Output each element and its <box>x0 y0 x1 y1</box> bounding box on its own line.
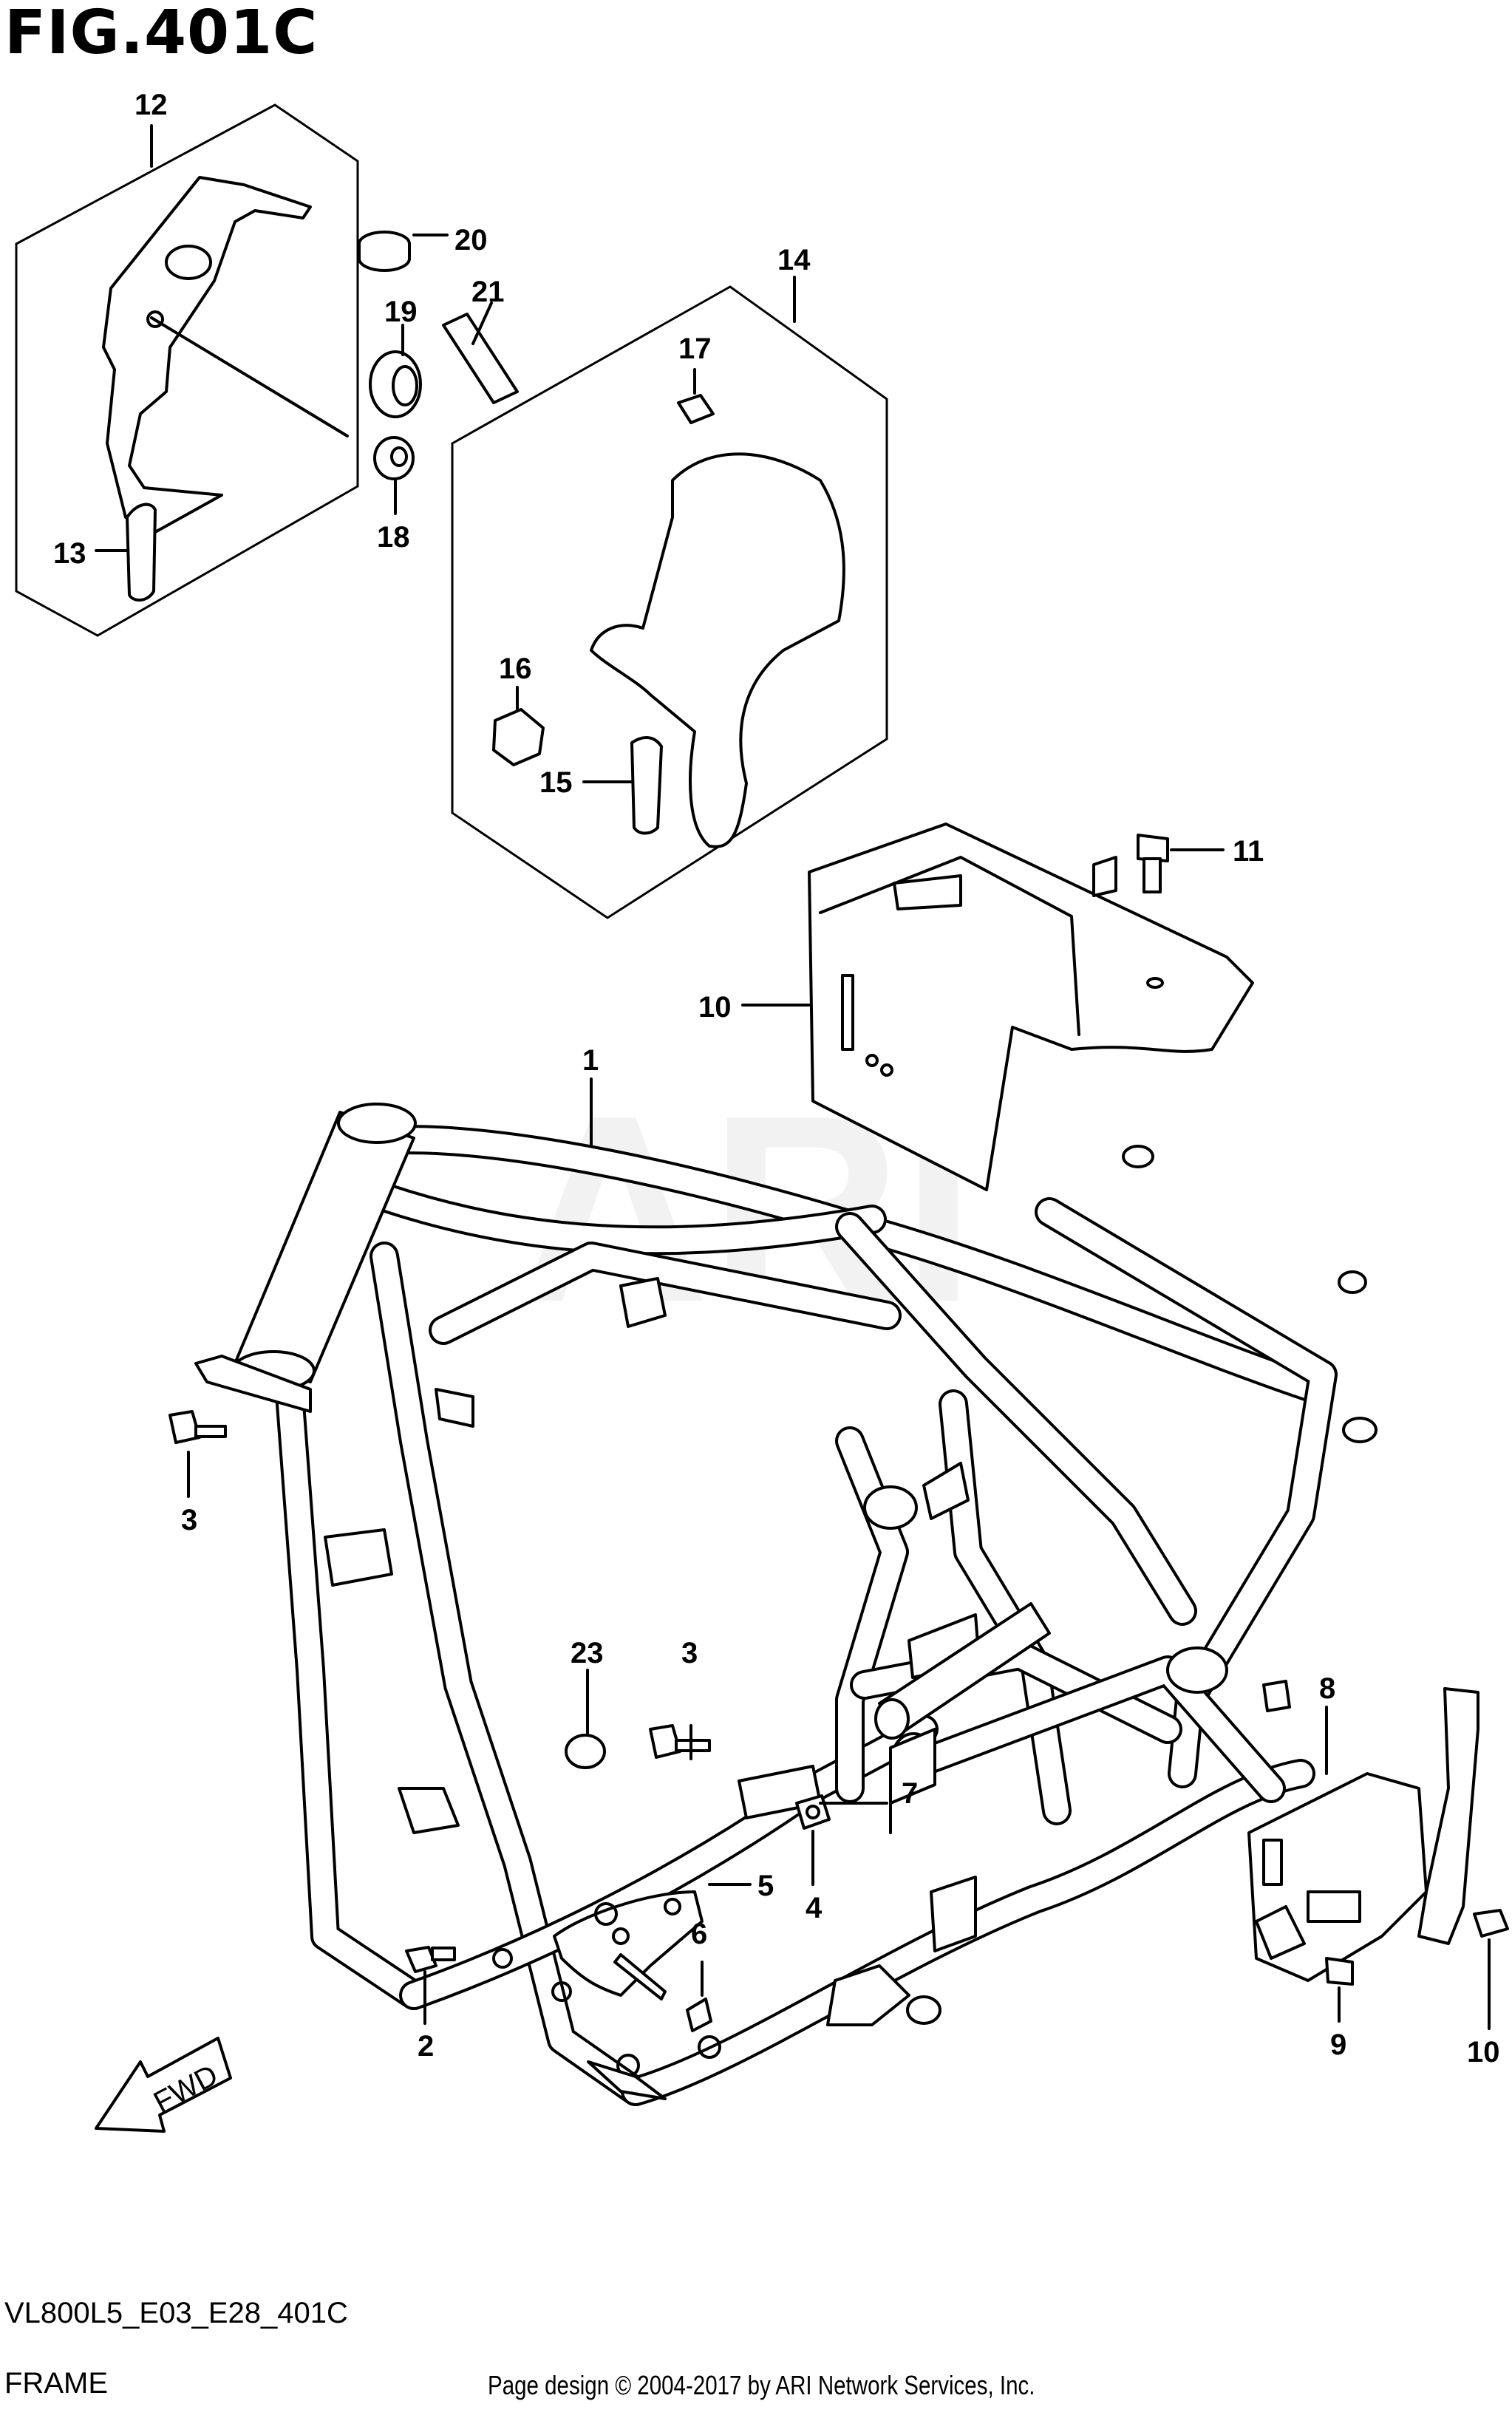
callout-8: 8 <box>1319 1672 1335 1705</box>
callout-17: 16 <box>499 653 532 685</box>
fwd-arrow: FWD <box>95 2037 232 2133</box>
figure-code: VL800L5_E03_E28_401C <box>4 2297 348 2329</box>
callout-23: 23 <box>571 1637 604 1669</box>
callout-3-center: 3 <box>681 1637 698 1669</box>
page-credit: Page design © 2004-2017 by ARI Network S… <box>488 2370 1035 2400</box>
callout-11: 10 <box>698 991 732 1024</box>
bolt-9 <box>1325 1957 1354 1986</box>
callout-15: 14 <box>777 244 811 276</box>
callout-13: 12 <box>134 89 168 121</box>
bolt-6 <box>613 1953 712 2032</box>
bracket-5 <box>553 1890 704 1997</box>
callout-20: 19 <box>384 296 418 328</box>
callout-18: 17 <box>678 333 712 365</box>
callout-12: 11 <box>1233 835 1264 868</box>
callout-10: 10 <box>1467 2036 1500 2068</box>
callout-4: 4 <box>806 1892 823 1924</box>
callout-16: 15 <box>539 766 573 799</box>
small-parts-19-22 <box>358 231 519 480</box>
callout-labels: 12 20 21 19 18 13 14 17 16 15 11 10 1 3 … <box>53 89 1500 2068</box>
callout-19: 18 <box>377 521 410 554</box>
bolt-3-center <box>649 1724 711 1759</box>
bolt-10 <box>1473 1909 1509 1938</box>
figure-name: FRAME <box>4 2367 108 2400</box>
bolt-12 <box>1137 834 1169 989</box>
callout-2: 2 <box>418 2030 434 2063</box>
group-13-box <box>15 103 359 637</box>
bolt-3-left <box>168 1410 227 1444</box>
main-frame <box>194 1103 1378 2106</box>
bolt-2 <box>405 1946 456 1973</box>
callout-21: 20 <box>454 224 488 256</box>
battery-holder <box>808 823 1254 1191</box>
callout-9: 9 <box>1330 2029 1346 2061</box>
callout-3-left: 3 <box>181 1504 197 1536</box>
group-15-box <box>451 285 888 919</box>
callout-6: 6 <box>691 1918 707 1950</box>
bracket-8 <box>1247 1687 1479 1982</box>
callout-22: 21 <box>471 276 505 308</box>
callout-5: 5 <box>757 1870 774 1902</box>
callout-1: 1 <box>582 1044 599 1077</box>
leader-lines <box>95 124 1491 2030</box>
nut-4 <box>795 1794 831 1830</box>
callout-7: 7 <box>902 1777 918 1810</box>
cap-23 <box>565 1734 606 1769</box>
callout-14: 13 <box>53 537 86 570</box>
figure-title: FIG.401C <box>4 0 319 68</box>
